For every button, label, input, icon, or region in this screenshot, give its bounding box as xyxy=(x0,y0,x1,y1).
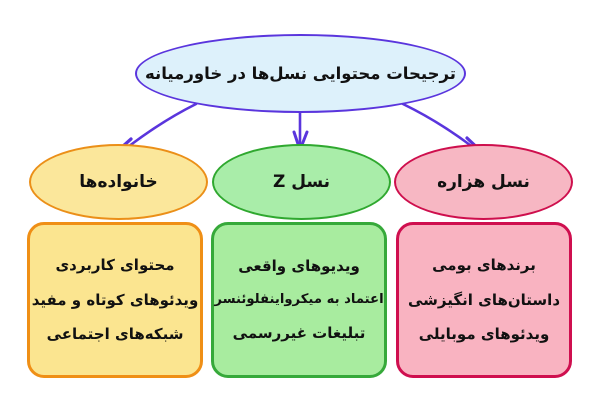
category-label-millennials: نسل هزاره xyxy=(437,172,530,192)
diagram-title-node: ترجیحات محتوایی نسل‌ها در خاورمیانه xyxy=(135,34,466,113)
content-box-genz: ویدیوهای واقعی اعتماد به میکرواینفلوئنسر… xyxy=(211,222,387,378)
content-item: اعتماد به میکرواینفلوئنسر xyxy=(214,291,384,307)
content-box-families: محتوای کاربردی ویدئوهای کوتاه و مفید شبک… xyxy=(27,222,203,378)
category-node-millennials: نسل هزاره xyxy=(394,144,573,220)
arrow-to-families xyxy=(122,102,198,152)
content-item: محتوای کاربردی xyxy=(55,255,175,274)
diagram-title-label: ترجیحات محتوایی نسل‌ها در خاورمیانه xyxy=(145,63,456,83)
arrow-to-millennials xyxy=(401,102,476,150)
content-item: داستان‌های انگیزشی xyxy=(407,290,561,309)
content-item: تبلیغات غیررسمی xyxy=(232,324,366,343)
content-item: شبکه‌های اجتماعی xyxy=(46,325,184,344)
content-item: برندهای بومی xyxy=(432,255,536,274)
category-label-genz: نسل Z xyxy=(272,172,331,192)
content-item: ویدئوهای کوتاه و مفید xyxy=(31,290,199,309)
content-item: ویدیوهای واقعی xyxy=(238,257,360,275)
category-label-families: خانواده‌ها xyxy=(79,172,158,192)
content-box-millennials: برندهای بومی داستان‌های انگیزشی ویدئوهای… xyxy=(396,222,572,378)
category-node-genz: نسل Z xyxy=(212,144,391,220)
content-item: ویدئوهای موبایلی xyxy=(418,325,550,344)
category-node-families: خانواده‌ها xyxy=(29,144,208,220)
